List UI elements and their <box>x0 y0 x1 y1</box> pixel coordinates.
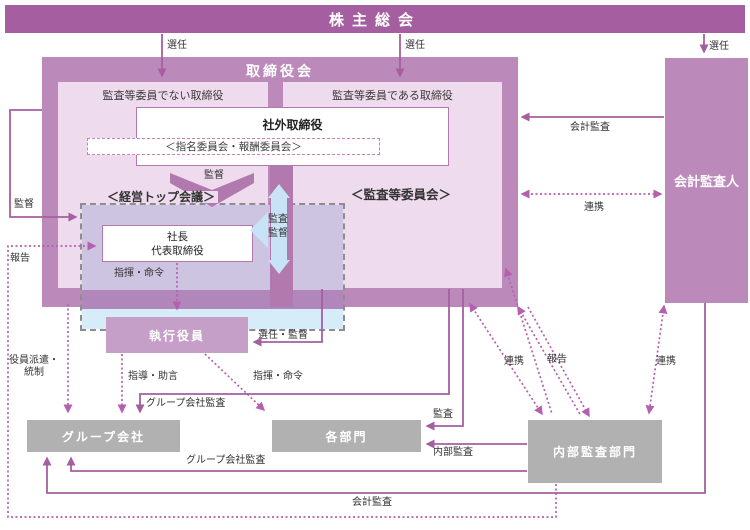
president-label-line1: 社長 <box>167 231 188 243</box>
shareholders-meeting-label: 株主総会 <box>328 10 421 29</box>
non-audit-directors-label: 監査等委員でない取締役 <box>102 89 224 102</box>
departments-label: 各部門 <box>325 429 368 444</box>
direction-command-2-label: 指揮・命令 <box>253 371 303 382</box>
president-label-line2: 代表取締役 <box>151 245 204 257</box>
cooperation-right-arrow <box>645 304 668 415</box>
supervision-left-arrow <box>9 109 78 222</box>
cooperation-mid-label: 連携 <box>504 356 524 367</box>
audit-supervision-block-arrow <box>250 184 290 274</box>
election-2-label: 選任 <box>405 40 425 51</box>
guidance-advice-label: 指導・助言 <box>128 371 178 382</box>
supervision-block-arrow <box>170 173 254 207</box>
election-3-label: 選任 <box>709 41 729 52</box>
cooperation-mid-arrow-a <box>469 302 543 416</box>
supervision-block-label: 監督 <box>204 170 224 181</box>
officer-dispatch-label: 役員派遣・ 統制 <box>9 355 59 378</box>
board-of-directors-title: 取締役会 <box>246 64 314 80</box>
appointment-supervision-label: 選任・監督 <box>258 330 308 341</box>
outside-directors-label: 社外取締役 <box>262 118 323 132</box>
president-box: 社長 代表取締役 <box>102 225 253 262</box>
cooperation-mid-arrow-b <box>503 267 553 415</box>
internal-audit-dept-box: 内部監査部門 <box>528 420 662 483</box>
report-mid-label: 報告 <box>547 354 567 365</box>
report-left-arrow <box>7 241 557 518</box>
group-company-audit-lower-label: グループ会社監査 <box>186 455 266 466</box>
election-1-label: 選任 <box>167 40 187 51</box>
accounting-audit-bottom-arrow <box>42 303 706 494</box>
direction-command-1-label: 指揮・命令 <box>114 268 164 279</box>
report-mid-arrow-b <box>527 306 590 418</box>
accounting-auditor-label: 会計監査人 <box>673 175 739 190</box>
appointment-supervision-arrow <box>252 289 323 347</box>
internal-audit-label: 内部監査 <box>433 447 473 458</box>
audit-committee-label: ＜監査等委員会＞ <box>351 187 452 202</box>
report-mid-arrow-a <box>517 305 582 417</box>
cooperation-right-label: 連携 <box>656 356 676 367</box>
audit-mid-arrow <box>425 289 464 431</box>
departments-box: 各部門 <box>272 420 421 452</box>
executive-officers-box: 執行役員 <box>106 317 248 353</box>
outside-directors-box: 社外取締役 <box>136 107 449 166</box>
audit-mid-label: 監査 <box>433 409 453 420</box>
shareholders-meeting-bar: 株主総会 <box>5 5 745 33</box>
cooperation-top-label: 連携 <box>584 202 604 213</box>
audit-directors-label: 監査等委員である取締役 <box>332 89 453 102</box>
accounting-audit-bottom-label: 会計監査 <box>352 497 392 508</box>
nomination-compensation-committee-label: ＜指名委員会・報酬委員会＞ <box>165 141 302 153</box>
group-company-audit-upper-arrow <box>135 289 450 414</box>
executive-officers-label: 執行役員 <box>148 328 205 343</box>
report-left-label: 報告 <box>10 253 30 264</box>
group-companies-box: グループ会社 <box>27 420 180 452</box>
supervision-left-label: 監督 <box>14 199 34 210</box>
nomination-compensation-committee-box: ＜指名委員会・報酬委員会＞ <box>87 138 380 155</box>
accounting-auditor-box: 会計監査人 <box>665 58 748 303</box>
management-meeting-label: ＜経営トップ会議＞ <box>104 191 219 203</box>
audit-supervision-label: 監査 監督 <box>268 214 288 239</box>
direction-command-2-arrow <box>204 353 266 412</box>
accounting-audit-top-label: 会計監査 <box>570 122 610 133</box>
group-company-audit-upper-label: グループ会社監査 <box>146 398 226 409</box>
group-companies-label: グループ会社 <box>61 429 146 444</box>
internal-audit-dept-label: 内部監査部門 <box>552 445 637 459</box>
group-company-audit-lower-arrow <box>66 456 527 472</box>
